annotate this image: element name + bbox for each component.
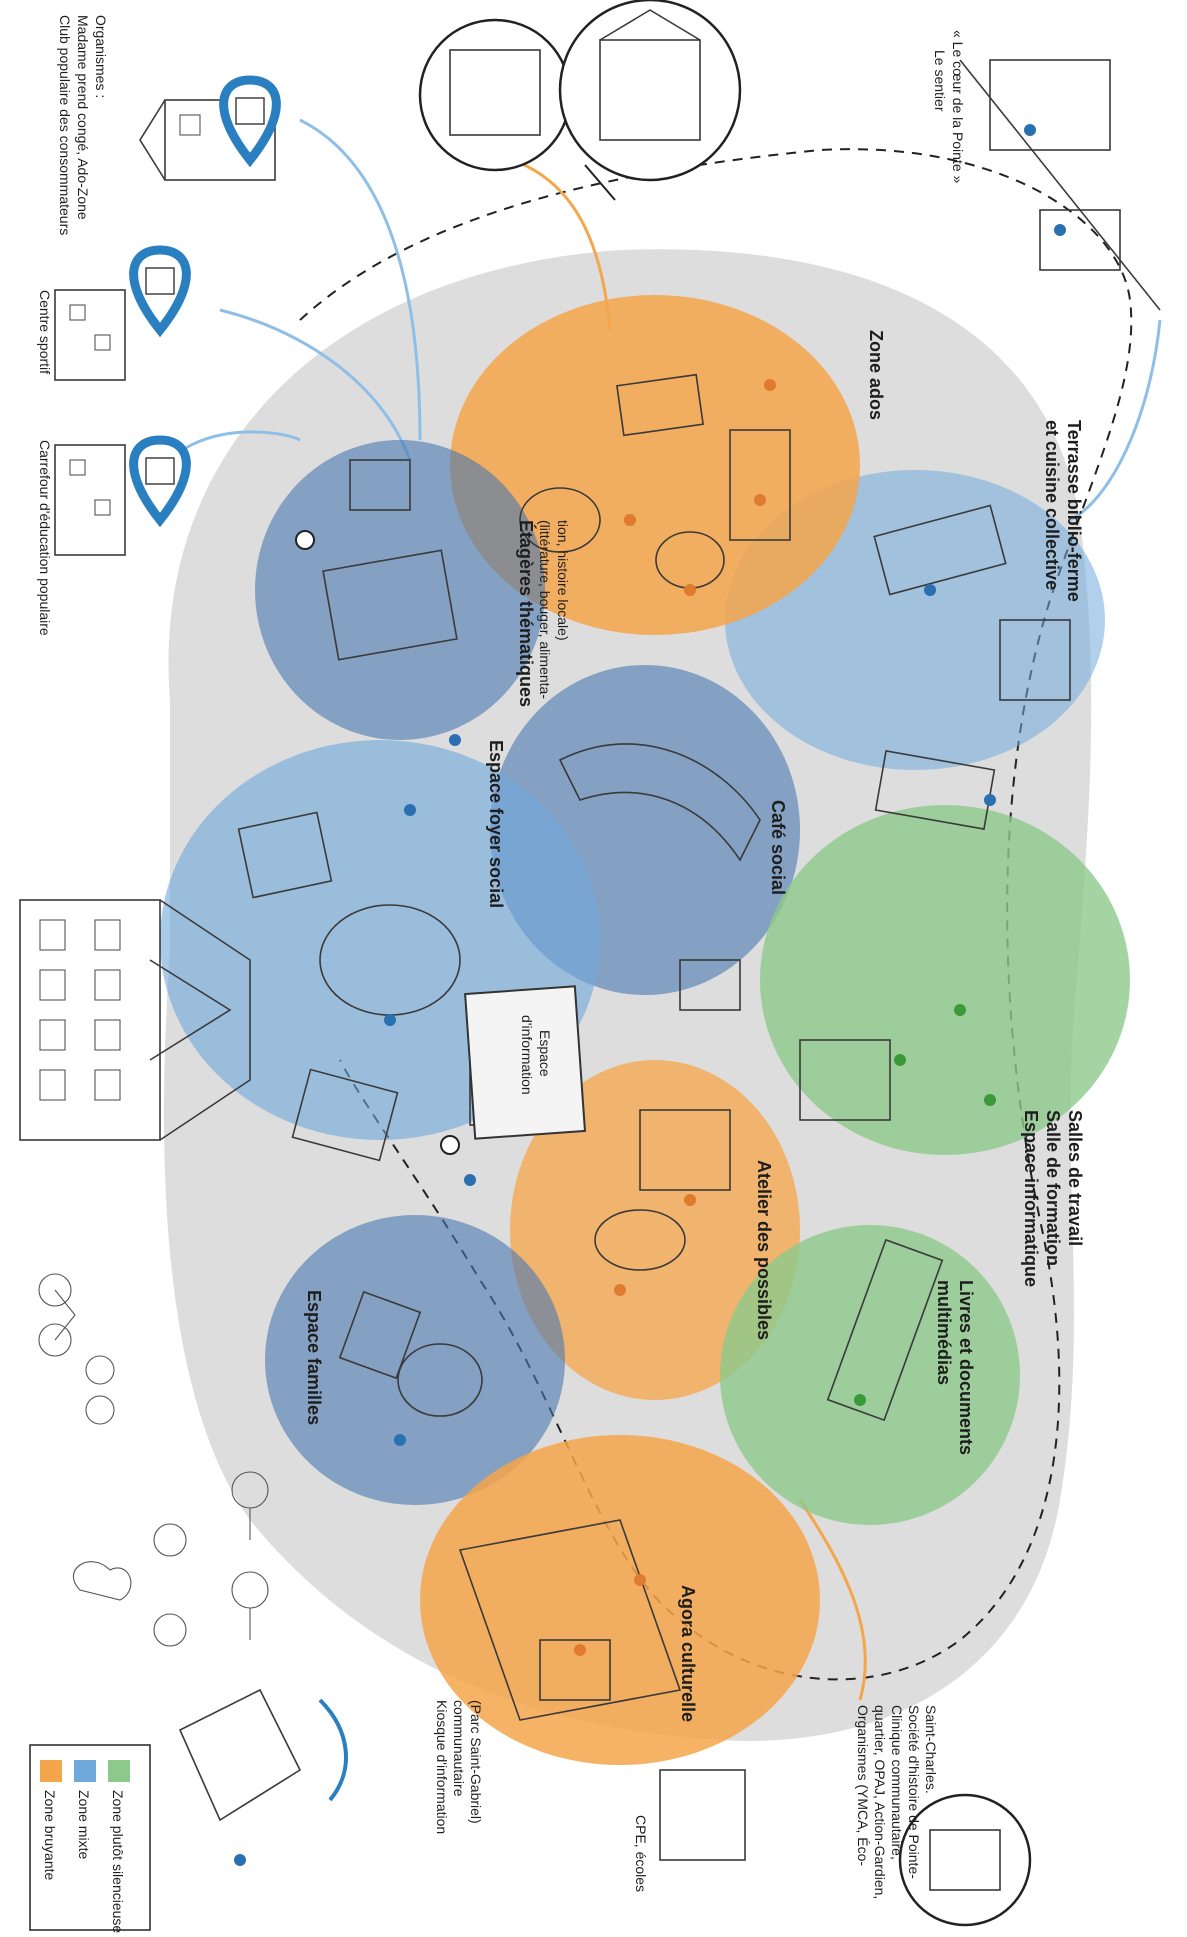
familles-label: Espace familles (304, 1290, 324, 1425)
location-pin-icon (219, 75, 281, 168)
legend-swatch-quiet (108, 1760, 130, 1782)
zone-agora-circle (420, 1435, 820, 1765)
sentier-label-line2: « Le cœur de la Pointe » (950, 30, 966, 184)
bicycle-icon (38, 1273, 115, 1425)
agora-label: Agora culturelle (678, 1585, 698, 1722)
entrance-marker (295, 530, 315, 550)
main-building-sketch (19, 899, 251, 1141)
building-centre-sportif (54, 289, 126, 381)
centre-sportif-label: Centre sportif (37, 290, 53, 374)
cpe-label: CPE, écoles (633, 1815, 649, 1892)
building-carrefour (54, 444, 126, 556)
information-label-line1: Espace (537, 1030, 553, 1077)
zone-ados-label: Zone ados (866, 330, 886, 420)
street-scene-sketch (959, 59, 1161, 311)
terrasse-label-line1: Terrasse biblio-ferme (1064, 420, 1084, 602)
livres-label-line1: Livres et documents (956, 1280, 976, 1455)
informatique-label-line3: Salles de travail (1065, 1110, 1085, 1246)
legend-label-quiet: Zone plutôt silencieuse (110, 1790, 126, 1933)
organismes-bottom-line1: Organismes (YMCA, Éco- (855, 1705, 871, 1866)
zone-atelier-circle (510, 1060, 800, 1400)
organismes-top-line1: Organismes : (93, 15, 109, 98)
informatique-label-line1: Espace informatique (1021, 1110, 1041, 1287)
legend-swatch-mixed (74, 1760, 96, 1782)
cafe-social-label: Café social (768, 800, 788, 895)
organismes-bottom-line5: Saint-Charles. (923, 1705, 939, 1794)
etageres-label-line1: Étagères thématiques (516, 520, 537, 707)
location-pin-icon (129, 435, 191, 528)
tree-icon (72, 1471, 269, 1647)
terrasse-label-line2: et cuisine collective (1042, 420, 1062, 590)
information-label-line2: d'information (519, 1015, 535, 1095)
zone-etageres-circle (255, 440, 545, 740)
information-panel: Espace d'information (464, 985, 587, 1140)
livres-label-line2: multimédias (934, 1280, 954, 1385)
atelier-label: Atelier des possibles (754, 1160, 774, 1340)
foyer-social-label: Espace foyer social (486, 740, 506, 908)
etageres-label-line2: (littérature, bouger, alimenta- (537, 520, 553, 699)
legend: Zone plutôt silencieuse Zone mixte Zone … (29, 1744, 151, 1933)
kiosque-label-line2: communautaire (451, 1700, 467, 1797)
etageres-label-line3: tion, histoire locale) (555, 520, 571, 641)
sentier-vignettes (418, 0, 742, 201)
kiosque-label-line1: Kiosque d'information (434, 1700, 450, 1834)
connector-line-organismes (299, 118, 422, 441)
people-figures (384, 124, 1066, 1656)
legend-label-noisy: Zone bruyante (42, 1790, 58, 1880)
sentier-label-line1: Le sentier (932, 50, 948, 112)
connector-line-terrasse (1069, 319, 1162, 522)
zone-familles-circle (265, 1215, 565, 1505)
legend-swatch-noisy (40, 1760, 62, 1782)
organismes-top-line3: Club populaire des consommateurs (57, 15, 73, 235)
kiosque-sketch (178, 1688, 348, 1866)
location-pin-icon (129, 245, 191, 338)
legend-label-mixed: Zone mixte (76, 1790, 92, 1859)
organismes-bottom-line3: Clinique communautaire, (889, 1705, 905, 1860)
kiosque-label-line3: (Parc Saint-Gabriel) (468, 1700, 484, 1824)
organismes-bottom-line2: quartier, OPAJ, Action-Gardien, (872, 1705, 888, 1899)
connector-line-agora (798, 1499, 867, 1701)
cpe-vignette (659, 1769, 1032, 1927)
connector-line-centre-sportif (219, 308, 412, 461)
zone-informatique-circle (760, 805, 1130, 1155)
organismes-bottom-line4: Société d'histoire de Pointe- (906, 1705, 922, 1879)
organismes-top-line2: Madame prend congé, Ado-Zone (75, 15, 91, 220)
entrance-marker (440, 1135, 460, 1155)
carrefour-label: Carrefour d'éducation populaire (37, 440, 53, 636)
zone-ados-circle (450, 295, 860, 635)
informatique-label-line2: Salle de formation (1043, 1110, 1063, 1266)
zone-livres-circle (720, 1225, 1020, 1525)
